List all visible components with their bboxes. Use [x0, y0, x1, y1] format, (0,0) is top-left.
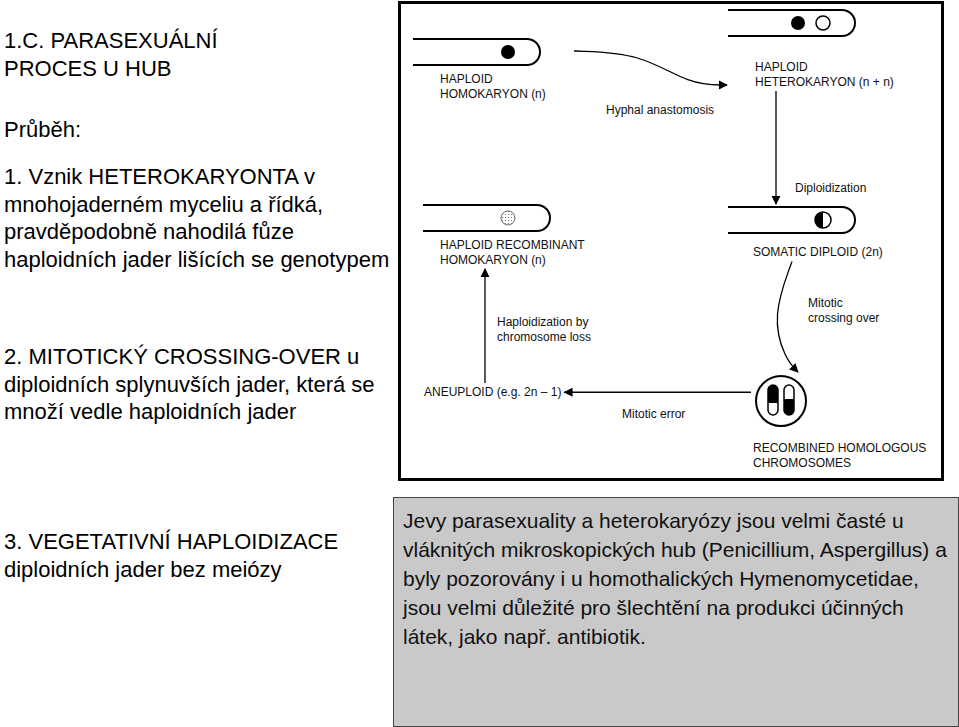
diploid-stage: SOMATIC DIPLOID (2n) [727, 205, 883, 260]
aneuploid-stage: ANEUPLOID (e.g. 2n – 1) [424, 385, 561, 400]
slide-title: 1.C. PARASEXUÁLNÍ PROCES U HUB [4, 27, 294, 82]
process-arrow [777, 262, 798, 373]
diploid-nucleus [815, 212, 831, 228]
note-box: Jevy parasexuality a heterokaryózy jsou … [393, 497, 959, 727]
nucleus [791, 16, 805, 30]
frame-border [400, 3, 943, 480]
process-arrow [484, 269, 485, 383]
step-text: 1. Vznik HETEROKARYONTA v mnohojaderném … [4, 163, 392, 273]
recombinant-nucleus [501, 211, 515, 225]
section-heading: Průběh: [4, 116, 392, 144]
hypha-outline [413, 39, 540, 65]
arrow-label: Mitotic error [620, 407, 687, 422]
diploid-nucleus-half [815, 212, 823, 228]
process-arrow [574, 51, 727, 85]
process-arrow [775, 91, 776, 204]
nucleus [816, 16, 830, 30]
arrow-label: Mitotic crossing over [806, 296, 882, 325]
hypha-figure [422, 203, 554, 233]
hypha-figure [727, 205, 859, 235]
arrow-label: Diploidization [793, 181, 868, 196]
nucleus [501, 45, 515, 59]
recombinant-stage: HAPLOID RECOMBINANT HOMOKARYON (n) [422, 203, 612, 267]
stage-label: HAPLOID HETEROKARYON (n + n) [727, 8, 907, 89]
nucleus-outline [756, 376, 806, 426]
chromosome [784, 385, 794, 415]
hypha-figure [727, 8, 859, 38]
stage-label: SOMATIC DIPLOID (2n) [727, 205, 883, 260]
recombined-stage: RECOMBINED HOMOLOGOUS CHROMOSOMES [753, 373, 938, 470]
stage-label: ANEUPLOID (e.g. 2n – 1) [424, 385, 561, 400]
hypha-figure [412, 37, 544, 67]
hypha-outline [728, 207, 855, 233]
stage-label: RECOMBINED HOMOLOGOUS CHROMOSOMES [753, 373, 938, 470]
note-text: Jevy parasexuality a heterokaryózy jsou … [394, 498, 958, 659]
stage-label: HAPLOID RECOMBINANT HOMOKARYON (n) [422, 203, 612, 267]
hypha-outline [728, 10, 855, 36]
process-arrow [564, 392, 751, 393]
arrow-label: Hyphal anastomosis [604, 103, 716, 118]
heterokaryon-stage: HAPLOID HETEROKARYON (n + n) [727, 8, 907, 89]
arrow-label: Haploidization by chromosome loss [495, 315, 611, 344]
hypha-outline [423, 205, 550, 231]
step-text: 2. MITOTICKÝ CROSSING-OVER u diploidních… [4, 343, 392, 426]
chromosome-segment [784, 399, 794, 415]
stage-label: HAPLOID HOMOKARYON (n) [412, 37, 570, 101]
chromosome [768, 385, 778, 415]
step-text: 3. VEGETATIVNÍ HAPLOIDIZACE diploidních … [4, 528, 392, 583]
chromosome-segment [768, 385, 778, 403]
homokaryon-stage: HAPLOID HOMOKARYON (n) [412, 37, 570, 101]
nucleus-figure [753, 373, 809, 429]
